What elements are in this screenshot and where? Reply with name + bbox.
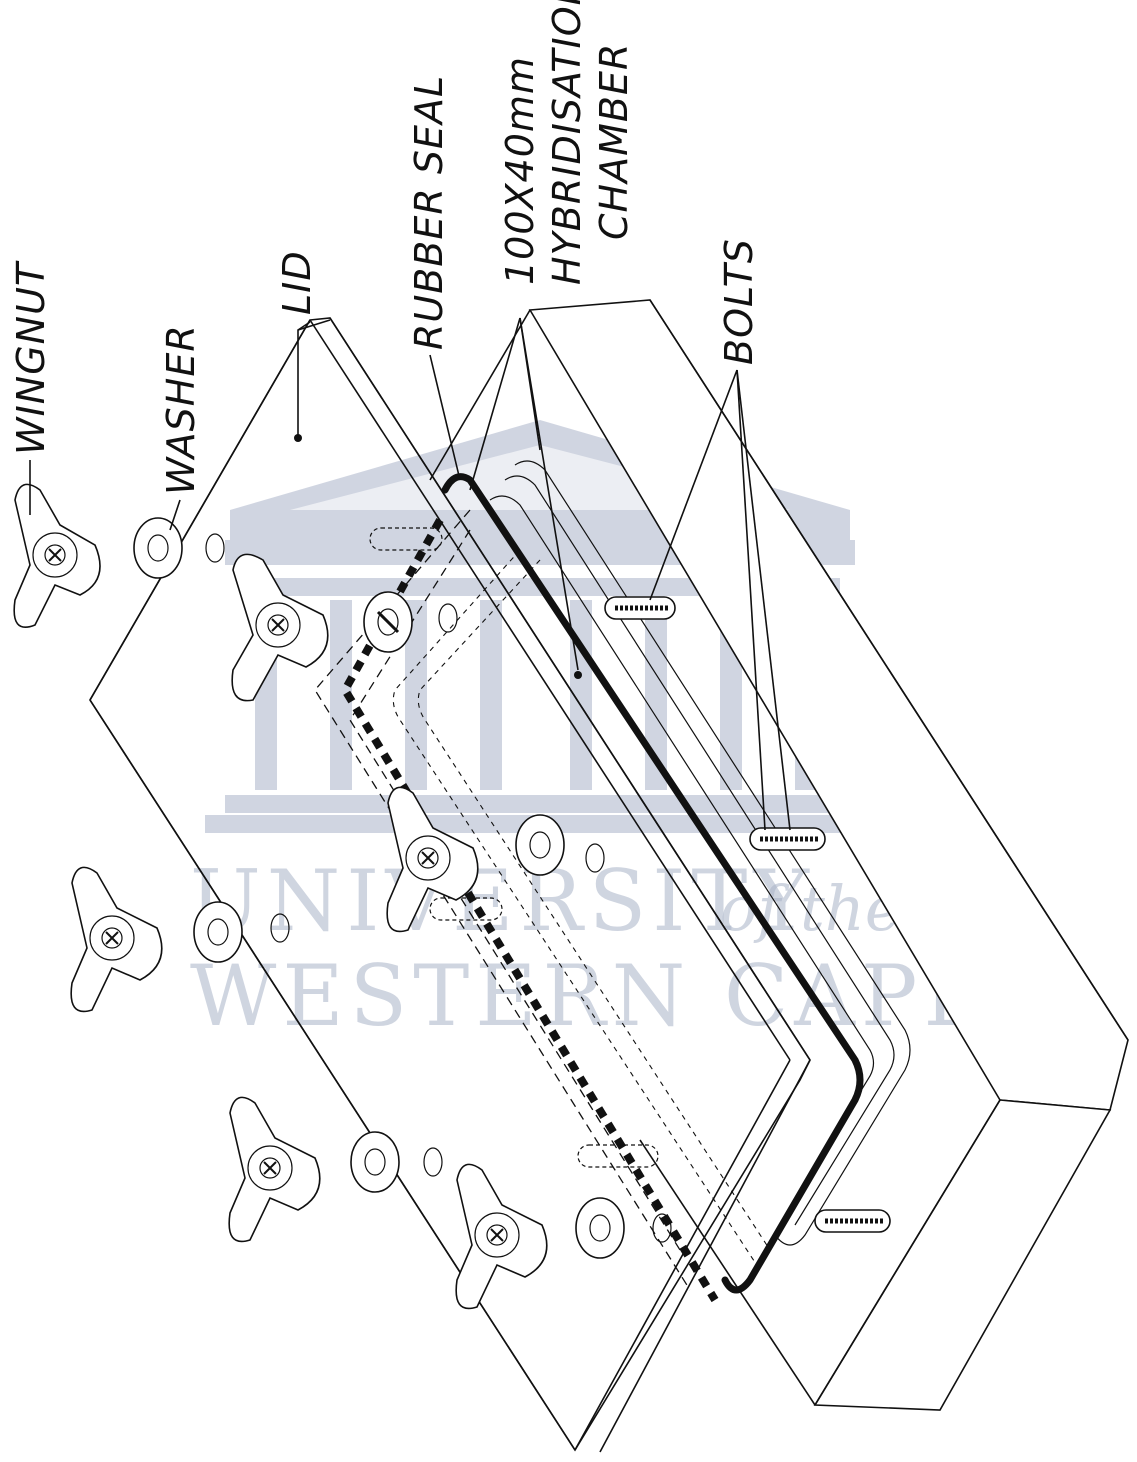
wingnut (228, 1096, 321, 1243)
label-bolts: BOLTS (717, 238, 761, 365)
wingnut (70, 866, 163, 1013)
label-lid: LID (275, 250, 319, 315)
bolts-leader (649, 369, 738, 601)
lid-plate (89, 317, 811, 1453)
watermark-line1: UNIVERSITY (190, 852, 815, 950)
bolt (749, 827, 826, 851)
wingnut (231, 553, 329, 702)
labels: WINGNUT WASHER LID RUBBER SEAL 100X40mm … (9, 0, 761, 495)
watermark-line2: WESTERN CAPE (190, 947, 991, 1045)
rubber-seal-leader (429, 354, 461, 481)
bolt (814, 1209, 891, 1233)
label-chamber-line3: CHAMBER (592, 43, 636, 240)
watermark-text: UNIVERSITY of the WESTERN CAPE (190, 852, 991, 1045)
washer (363, 591, 413, 653)
washers (133, 517, 625, 1259)
label-washer: WASHER (159, 324, 203, 495)
wingnut (455, 1163, 548, 1310)
washer (515, 814, 565, 876)
washer (350, 1131, 400, 1193)
washer-leader (169, 499, 181, 531)
washer (133, 517, 183, 579)
lid-seal-hidden (340, 518, 719, 1303)
washer (575, 1197, 625, 1259)
leader-lines (29, 317, 791, 831)
rubber-seal (441, 473, 864, 1294)
washer (193, 901, 243, 963)
wingnut (13, 483, 101, 628)
label-rubber-seal: RUBBER SEAL (407, 75, 451, 350)
label-chamber-size: 100X40mm (498, 56, 542, 285)
chamber-block (429, 299, 1129, 1411)
label-chamber-line2: HYBRIDISATION (545, 0, 589, 285)
label-wingnut: WINGNUT (9, 260, 53, 455)
wingnut (386, 786, 479, 933)
bolt (604, 596, 676, 620)
wingnuts (13, 483, 548, 1310)
